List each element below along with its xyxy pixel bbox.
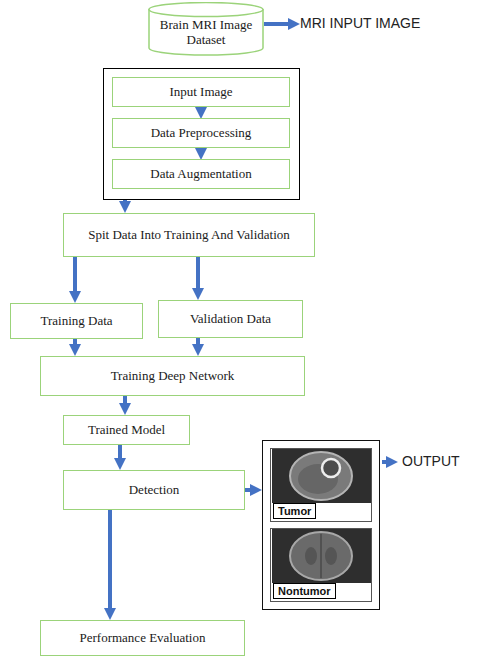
flow-arrow	[245, 488, 252, 492]
box-text: Validation Data	[190, 311, 271, 327]
flow-arrow	[118, 445, 122, 460]
flow-arrow	[196, 338, 200, 346]
box-text: Brain MRI Image Dataset	[154, 18, 258, 48]
process-box: Training Deep Network	[40, 356, 305, 396]
image-caption: Nontumor	[273, 583, 336, 599]
cylinder-top	[149, 3, 263, 17]
box-text: Data Preprocessing	[151, 125, 252, 141]
flow-arrow	[123, 200, 127, 203]
pointer-arrow	[382, 460, 388, 464]
box-text: Detection	[129, 482, 180, 498]
box-text: Spit Data Into Training And Validation	[88, 227, 290, 243]
box-text: Trained Model	[88, 422, 165, 438]
dataset-cylinder: Brain MRI Image Dataset	[148, 2, 264, 56]
output-frame: TumorNontumor	[262, 440, 380, 610]
box-text: Performance Evaluation	[80, 630, 206, 646]
flow-arrow	[73, 339, 77, 346]
flow-arrow	[199, 107, 203, 109]
flow-arrow	[73, 257, 77, 293]
process-box: Spit Data Into Training And Validation	[63, 213, 315, 257]
pointer-arrow	[264, 22, 290, 26]
flow-arrow	[199, 148, 203, 150]
side-label: OUTPUT	[402, 453, 460, 470]
flow-arrow	[108, 510, 112, 610]
data-box: Training Data	[10, 303, 143, 339]
process-box: Detection	[63, 470, 245, 510]
preprocessing-group: Input ImageData PreprocessingData Augmen…	[103, 68, 300, 200]
process-box: Performance Evaluation	[40, 620, 245, 656]
side-label: MRI INPUT IMAGE	[300, 15, 420, 32]
nontumor-mri-image	[272, 529, 371, 583]
flow-arrow	[123, 396, 127, 405]
process-box: Data Preprocessing	[112, 118, 290, 148]
process-box: Data Augmentation	[112, 159, 290, 189]
result-image: Tumor	[270, 448, 372, 522]
box-text: Training Deep Network	[111, 368, 235, 384]
result-image: Nontumor	[270, 528, 372, 602]
data-box: Validation Data	[158, 300, 303, 338]
box-text: Data Augmentation	[150, 166, 251, 182]
process-box: Input Image	[112, 77, 290, 107]
box-text: Training Data	[40, 313, 112, 329]
flow-arrow	[196, 257, 200, 290]
image-caption: Tumor	[273, 503, 316, 519]
box-text: Input Image	[169, 84, 232, 100]
tumor-mri-image	[272, 449, 371, 503]
process-box: Trained Model	[63, 415, 190, 445]
